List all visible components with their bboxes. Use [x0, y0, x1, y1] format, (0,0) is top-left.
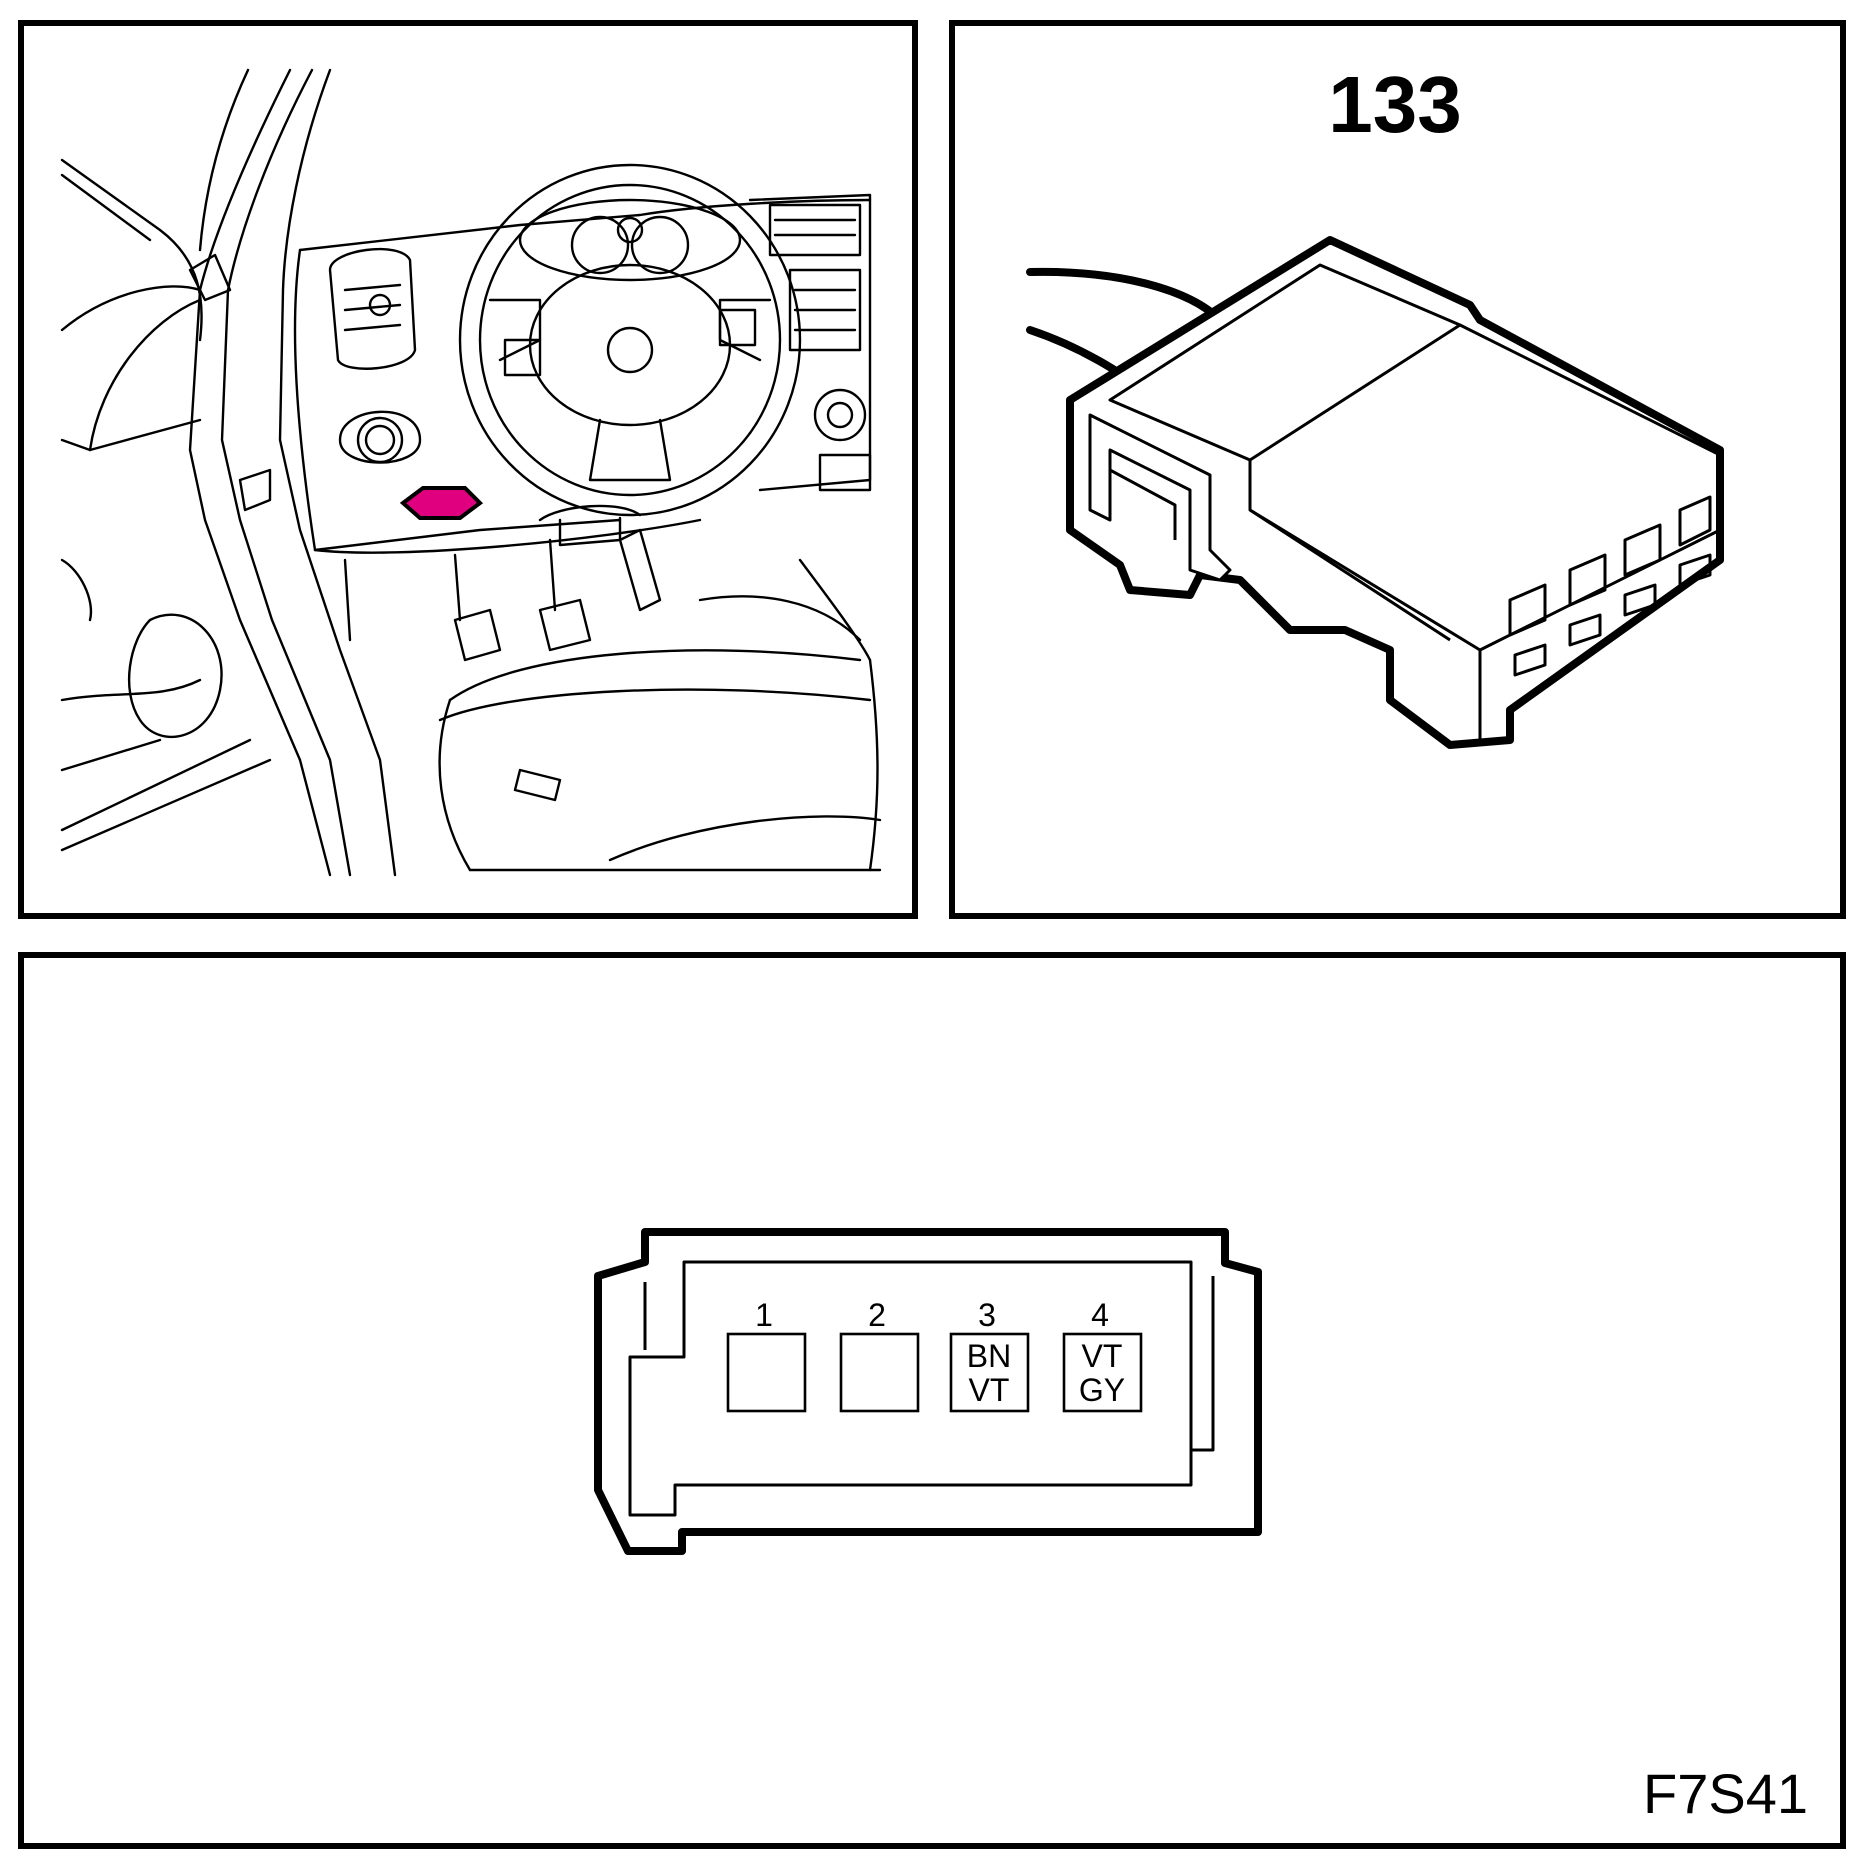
location-marker — [399, 486, 484, 520]
connector-face-outline — [594, 1228, 1262, 1555]
pin-cavity — [949, 1332, 1030, 1413]
pin-cell: 1 — [726, 1297, 807, 1413]
connector-3d-illustration — [1026, 236, 1724, 749]
pin-cavity — [839, 1332, 920, 1413]
figure-id: F7S41 — [1643, 1762, 1808, 1825]
pin-wire-color-top: BN — [967, 1338, 1011, 1374]
dashboard-illustration — [60, 68, 882, 877]
pin-cell: 3 BN VT — [949, 1297, 1030, 1413]
pinout-panel: 1 2 3 BN VT 4 VT GY F7S41 — [18, 952, 1846, 1849]
pin-number: 1 — [755, 1297, 773, 1333]
connector-view-panel: 133 — [949, 20, 1846, 919]
location-panel — [18, 20, 918, 919]
pin-number: 4 — [1091, 1297, 1109, 1333]
pin-wire-color-top: VT — [1082, 1338, 1123, 1374]
pin-number: 3 — [978, 1297, 996, 1333]
pin-cell: 2 — [839, 1297, 920, 1413]
pin-number: 2 — [868, 1297, 886, 1333]
pin-cavity — [726, 1332, 807, 1413]
pin-cell: 4 VT GY — [1062, 1297, 1143, 1413]
pin-wire-color-bottom: GY — [1079, 1372, 1125, 1408]
connector-number: 133 — [1328, 60, 1461, 149]
pin-cavity — [1062, 1332, 1143, 1413]
pin-wire-color-bottom: VT — [969, 1372, 1010, 1408]
